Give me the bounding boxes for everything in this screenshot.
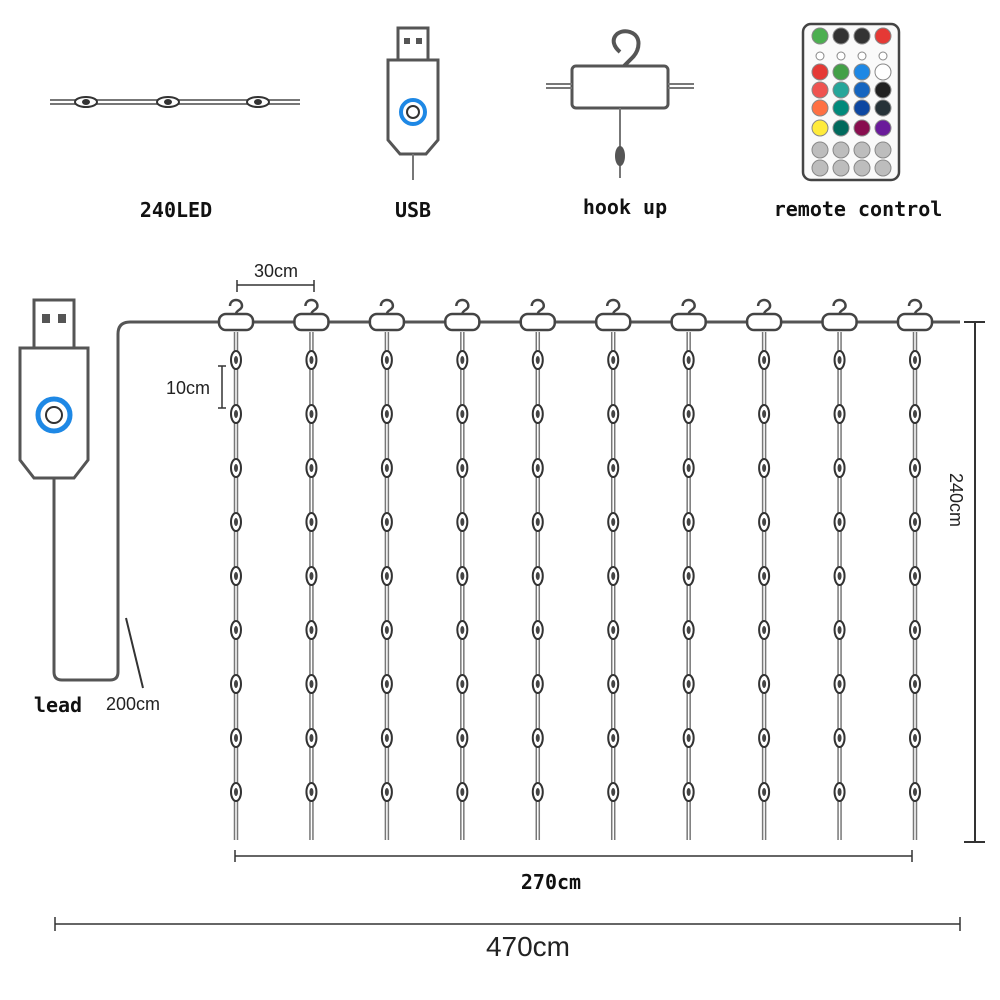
hook-icon <box>821 298 858 332</box>
remote-button <box>832 141 850 159</box>
lead-length-label: 200cm <box>106 694 160 714</box>
light-strand <box>896 298 934 840</box>
remote-button <box>815 51 825 61</box>
remote-button <box>874 141 892 159</box>
led-bead <box>246 96 270 108</box>
remote-button <box>832 27 850 45</box>
led-bead <box>74 96 98 108</box>
remote-button <box>836 51 846 61</box>
hook-icon <box>293 298 330 332</box>
remote-button <box>811 141 829 159</box>
remote-control-icon <box>801 22 901 182</box>
led-spacing-label: 10cm <box>166 378 210 398</box>
height-label: 240cm <box>946 473 966 527</box>
remote-button <box>853 159 871 177</box>
hook-icon <box>594 298 632 332</box>
remote-button <box>832 63 850 81</box>
lead-cable <box>52 320 960 682</box>
usb-plug-icon <box>386 26 440 180</box>
led-string-icon <box>50 96 300 108</box>
remote-button <box>853 141 871 159</box>
led-spacing-dimension: 10cm <box>166 365 226 409</box>
led-label: 240LED <box>140 198 212 222</box>
hook-icon <box>519 298 557 332</box>
remote-button <box>874 81 892 99</box>
hook-icon <box>670 298 707 332</box>
remote-button <box>853 27 871 45</box>
remote-button <box>874 119 892 137</box>
light-strand <box>444 298 481 840</box>
lead-pointer <box>125 617 144 689</box>
remote-button <box>853 81 871 99</box>
hook-icon <box>368 298 406 332</box>
remote-button <box>811 159 829 177</box>
light-strand <box>821 298 858 840</box>
remote-button <box>832 159 850 177</box>
usb-plug-large-icon <box>18 298 90 480</box>
hook-icon <box>444 298 481 332</box>
light-strand <box>217 298 255 840</box>
remote-button <box>853 63 871 81</box>
remote-button <box>811 99 829 117</box>
remote-button <box>811 119 829 137</box>
curtain-width-label: 270cm <box>521 870 581 894</box>
lead-label: lead <box>34 693 82 717</box>
curtain-strands <box>217 298 934 840</box>
remote-label: remote control <box>774 197 943 221</box>
remote-button <box>811 27 829 45</box>
light-strand <box>368 298 406 840</box>
remote-button <box>832 81 850 99</box>
led-bead <box>156 96 180 108</box>
remote-button <box>811 81 829 99</box>
hook-label: hook up <box>583 195 667 219</box>
hook-icon <box>546 29 694 178</box>
spacing-dimension: 30cm <box>236 261 315 292</box>
hook-icon <box>745 298 783 332</box>
remote-button <box>874 99 892 117</box>
remote-button <box>853 119 871 137</box>
spacing-label: 30cm <box>254 261 298 281</box>
remote-button <box>857 51 867 61</box>
remote-button <box>811 63 829 81</box>
remote-button <box>853 99 871 117</box>
hook-icon <box>896 298 934 332</box>
light-strand <box>519 298 557 840</box>
height-dimension: 240cm <box>946 321 985 843</box>
total-width-label: 470cm <box>486 931 570 962</box>
light-strand <box>745 298 783 840</box>
light-strand <box>594 298 632 840</box>
light-strand <box>670 298 707 840</box>
remote-button <box>832 99 850 117</box>
light-strand <box>293 298 330 840</box>
hook-icon <box>217 298 255 332</box>
usb-label: USB <box>395 198 431 222</box>
remote-button <box>832 119 850 137</box>
total-width-dimension: 470cm <box>54 917 961 962</box>
remote-button <box>874 159 892 177</box>
remote-button <box>874 27 892 45</box>
remote-button <box>878 51 888 61</box>
remote-button <box>874 63 892 81</box>
curtain-width-dimension: 270cm <box>234 850 913 894</box>
